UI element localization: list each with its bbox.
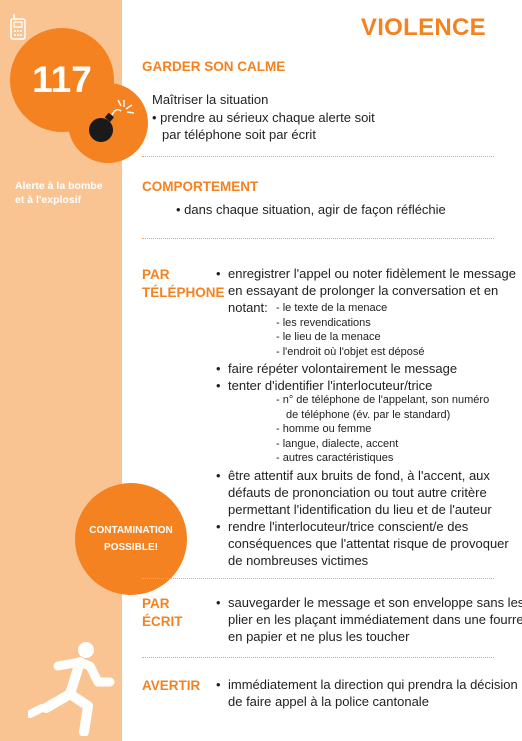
running-man-icon	[28, 642, 115, 736]
section-label-comportement: COMPORTEMENT	[142, 179, 259, 194]
tel-b3-item: - n° de téléphone de l'appelant, son num…	[276, 394, 490, 406]
tel-b5-line: rendre l'interlocuteur/trice conscient/e…	[228, 519, 469, 534]
divider	[142, 657, 494, 658]
divider	[142, 156, 494, 157]
bomb-icon	[89, 99, 135, 142]
label-line: TÉLÉPHONE	[142, 285, 225, 300]
tel-b2: faire répéter volontairement le message	[228, 361, 458, 376]
bullet-dot: •	[216, 361, 221, 376]
avertir-b1-line: immédiatement la direction qui prendra l…	[228, 677, 518, 692]
label-line: PAR	[142, 596, 170, 611]
bullet-dot: •	[216, 595, 221, 610]
comportement-bullet: • dans chaque situation, agir de façon r…	[176, 202, 446, 217]
ecrit-b1-line: en papier et ne plus les toucher	[228, 629, 410, 644]
tel-notant-item: - l'endroit où l'objet est déposé	[276, 345, 425, 358]
side-note: Alerte à la bombe et à l'explosif	[15, 179, 115, 207]
bullet-dot: •	[216, 519, 221, 534]
bomb-badge	[68, 83, 148, 163]
side-note-line: et à l'explosif	[15, 194, 82, 206]
side-note-line: Alerte à la bombe	[15, 180, 103, 192]
bullet-dot: •	[216, 266, 221, 281]
tel-notant-item: - les revendications	[276, 316, 371, 329]
calme-bullet-cont: par téléphone soit par écrit	[162, 127, 316, 142]
tel-b3-item: - autres caractéristiques	[276, 452, 394, 464]
calme-intro: Maîtriser la situation	[152, 92, 269, 107]
tel-b4-line: défauts de prononciation ou tout autre c…	[228, 485, 487, 500]
tel-notant-item: - le texte de la menace	[276, 302, 388, 314]
section-label-avertir: AVERTIR	[142, 678, 201, 693]
tel-notant: notant:	[228, 300, 268, 315]
tel-b3: tenter d'identifier l'interlocuteur/tric…	[228, 378, 433, 393]
tel-b4-line: permettant l'identification du lieu et d…	[228, 502, 492, 517]
ecrit-b1-line: plier en les plaçant immédiatement dans …	[228, 612, 522, 627]
bullet-dot: •	[216, 677, 221, 692]
phone-icon	[10, 14, 26, 40]
tel-b4-line: être attentif aux bruits de fond, à l'ac…	[228, 468, 490, 483]
tel-b1-line: en essayant de prolonger la conversation…	[228, 283, 499, 298]
section-label-telephone: PAR TÉLÉPHONE	[142, 266, 225, 302]
section-label-ecrit: PAR ÉCRIT	[142, 595, 183, 631]
bullet-dot: •	[216, 378, 221, 393]
label-line: ÉCRIT	[142, 614, 183, 629]
label-line: PAR	[142, 267, 170, 282]
divider	[142, 578, 494, 579]
section-label-calme: GARDER SON CALME	[142, 59, 286, 74]
ecrit-b1-line: sauvegarder le message et son enveloppe …	[228, 595, 522, 610]
tel-b1-line: enregistrer l'appel ou noter fidèlement …	[228, 266, 516, 281]
tel-b3-item: de téléphone (év. par le standard)	[286, 408, 451, 421]
avertir-b1-line: de faire appel à la police cantonale	[228, 694, 429, 709]
contamination-line: CONTAMINATION	[89, 525, 173, 536]
tel-b5-line: conséquences que l'attentat risque de pr…	[228, 536, 509, 551]
bullet-dot: •	[216, 468, 221, 483]
contamination-badge: CONTAMINATION POSSIBLE!	[75, 483, 187, 595]
divider	[142, 238, 494, 239]
tel-notant-item: - le lieu de la menace	[276, 331, 381, 343]
page-title: VIOLENCE	[360, 14, 486, 41]
tel-b3-item: - langue, dialecte, accent	[276, 437, 399, 450]
tel-b5-line: de nombreuses victimes	[228, 553, 369, 568]
contamination-line: POSSIBLE!	[104, 542, 158, 553]
calme-bullet: • prendre au sérieux chaque alerte soit	[152, 110, 375, 125]
tel-b3-item: - homme ou femme	[276, 423, 372, 435]
